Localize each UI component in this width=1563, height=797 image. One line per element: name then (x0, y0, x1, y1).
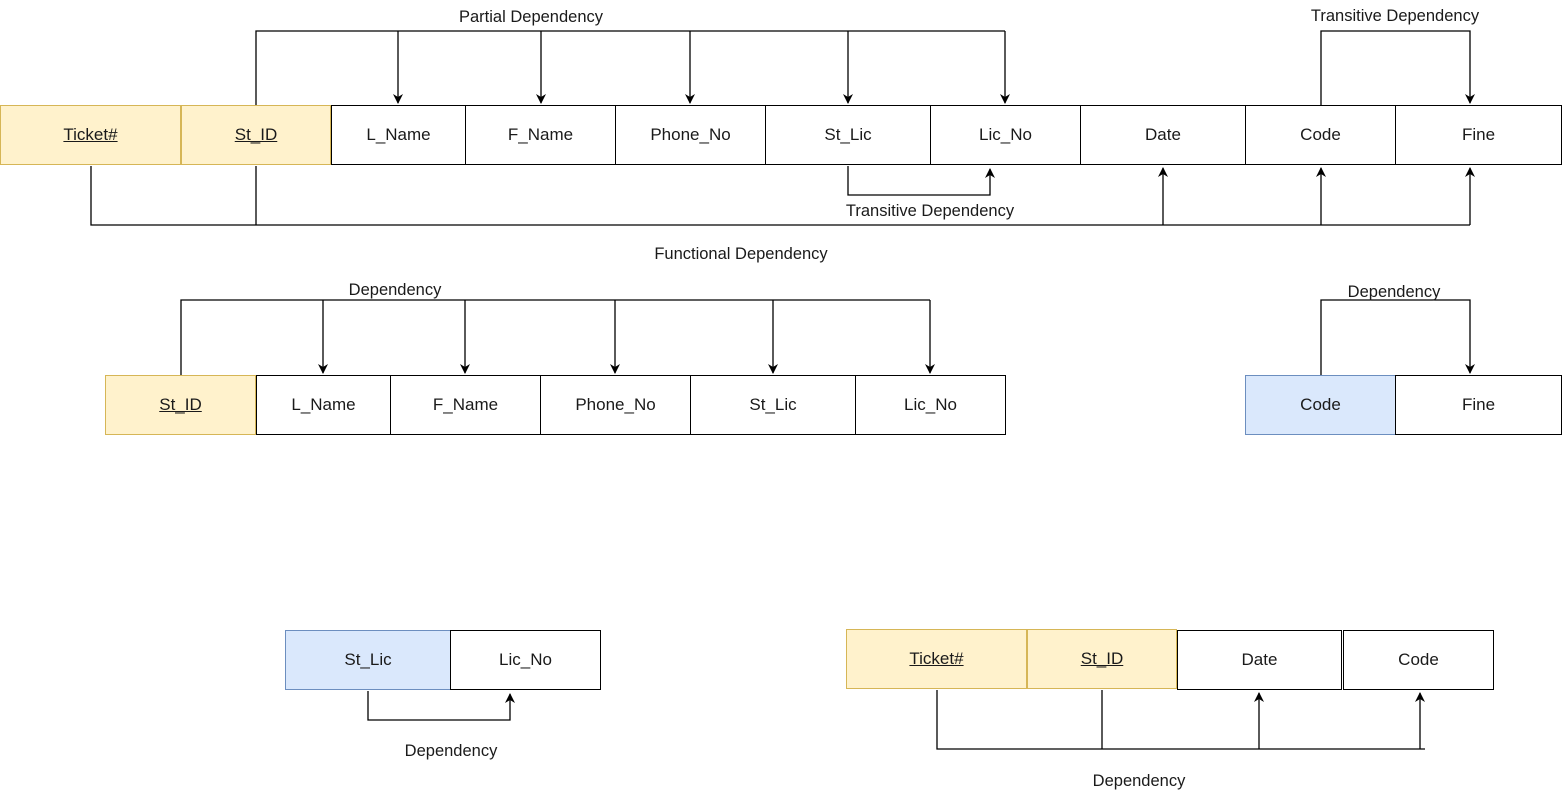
functional-dependency-label: Functional Dependency (654, 245, 828, 263)
ticket-table-ticket-cell: Ticket# (846, 629, 1027, 689)
code-table-code-cell: Code (1245, 375, 1396, 435)
transitive-dependency-mid-label: Transitive Dependency (845, 202, 1015, 220)
main-ticket-cell: Ticket# (0, 105, 181, 165)
student-l-name-cell: L_Name (256, 375, 391, 435)
main-l-name-cell: L_Name (331, 105, 466, 165)
transitive-dependency-top-label: Transitive Dependency (1310, 7, 1480, 25)
student-lic-no-cell: Lic_No (855, 375, 1006, 435)
main-phone-no-cell: Phone_No (615, 105, 766, 165)
ticket-table-code-cell: Code (1343, 630, 1494, 690)
ticket-dependency-label: Dependency (1092, 772, 1186, 790)
student-f-name-cell: F_Name (390, 375, 541, 435)
ticket-table-st-id-cell: St_ID (1027, 629, 1177, 689)
license-st-lic-cell: St_Lic (285, 630, 451, 690)
code-table-fine-cell: Fine (1395, 375, 1562, 435)
main-lic-no-cell: Lic_No (930, 105, 1081, 165)
main-fine-cell: Fine (1395, 105, 1562, 165)
partial-dependency-label: Partial Dependency (458, 8, 604, 26)
main-st-lic-cell: St_Lic (765, 105, 931, 165)
main-st-id-cell: St_ID (181, 105, 331, 165)
main-code-cell: Code (1245, 105, 1396, 165)
main-date-cell: Date (1080, 105, 1246, 165)
license-lic-no-cell: Lic_No (450, 630, 601, 690)
student-st-id-cell: St_ID (105, 375, 256, 435)
code-dependency-label: Dependency (1347, 283, 1441, 301)
main-f-name-cell: F_Name (465, 105, 616, 165)
student-phone-no-cell: Phone_No (540, 375, 691, 435)
ticket-table-date-cell: Date (1177, 630, 1342, 690)
license-dependency-label: Dependency (404, 742, 498, 760)
student-st-lic-cell: St_Lic (690, 375, 856, 435)
student-dependency-label: Dependency (348, 281, 442, 299)
